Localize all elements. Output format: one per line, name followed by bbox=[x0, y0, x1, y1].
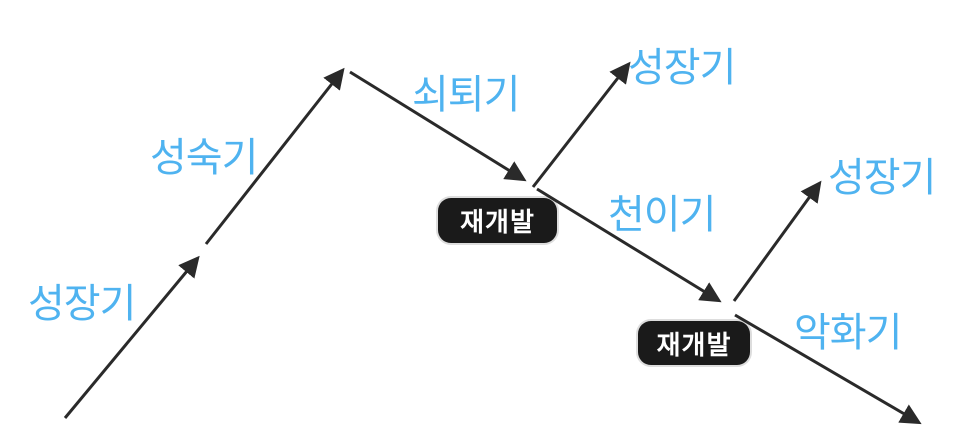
maturity-rise-arrow-upper bbox=[204, 67, 345, 245]
transition-arrow bbox=[536, 187, 722, 303]
label-transition-phase: 천이기 bbox=[608, 193, 716, 237]
redevelopment-branch-arrow-2 bbox=[732, 180, 822, 302]
redevelopment-badge-1: 재개발 bbox=[438, 198, 557, 243]
label-growth-phase-1: 성장기 bbox=[28, 282, 136, 326]
label-maturity-phase: 성숙기 bbox=[150, 136, 258, 180]
redevelopment-badge-2: 재개발 bbox=[638, 321, 750, 365]
redevelopment-badge-2-label: 재개발 bbox=[656, 329, 732, 360]
label-growth-phase-2: 성장기 bbox=[628, 46, 736, 90]
deterioration-arrow bbox=[734, 313, 922, 425]
label-growth-phase-3: 성장기 bbox=[828, 156, 936, 200]
label-decline-phase: 쇠퇴기 bbox=[412, 73, 520, 117]
growth-rise-arrow-lower bbox=[63, 255, 200, 419]
redevelopment-branch-arrow-1 bbox=[531, 61, 631, 188]
label-deterioration-phase: 악화기 bbox=[794, 311, 902, 355]
redevelopment-badge-1-label: 재개발 bbox=[460, 207, 535, 237]
decline-arrow bbox=[349, 70, 527, 182]
